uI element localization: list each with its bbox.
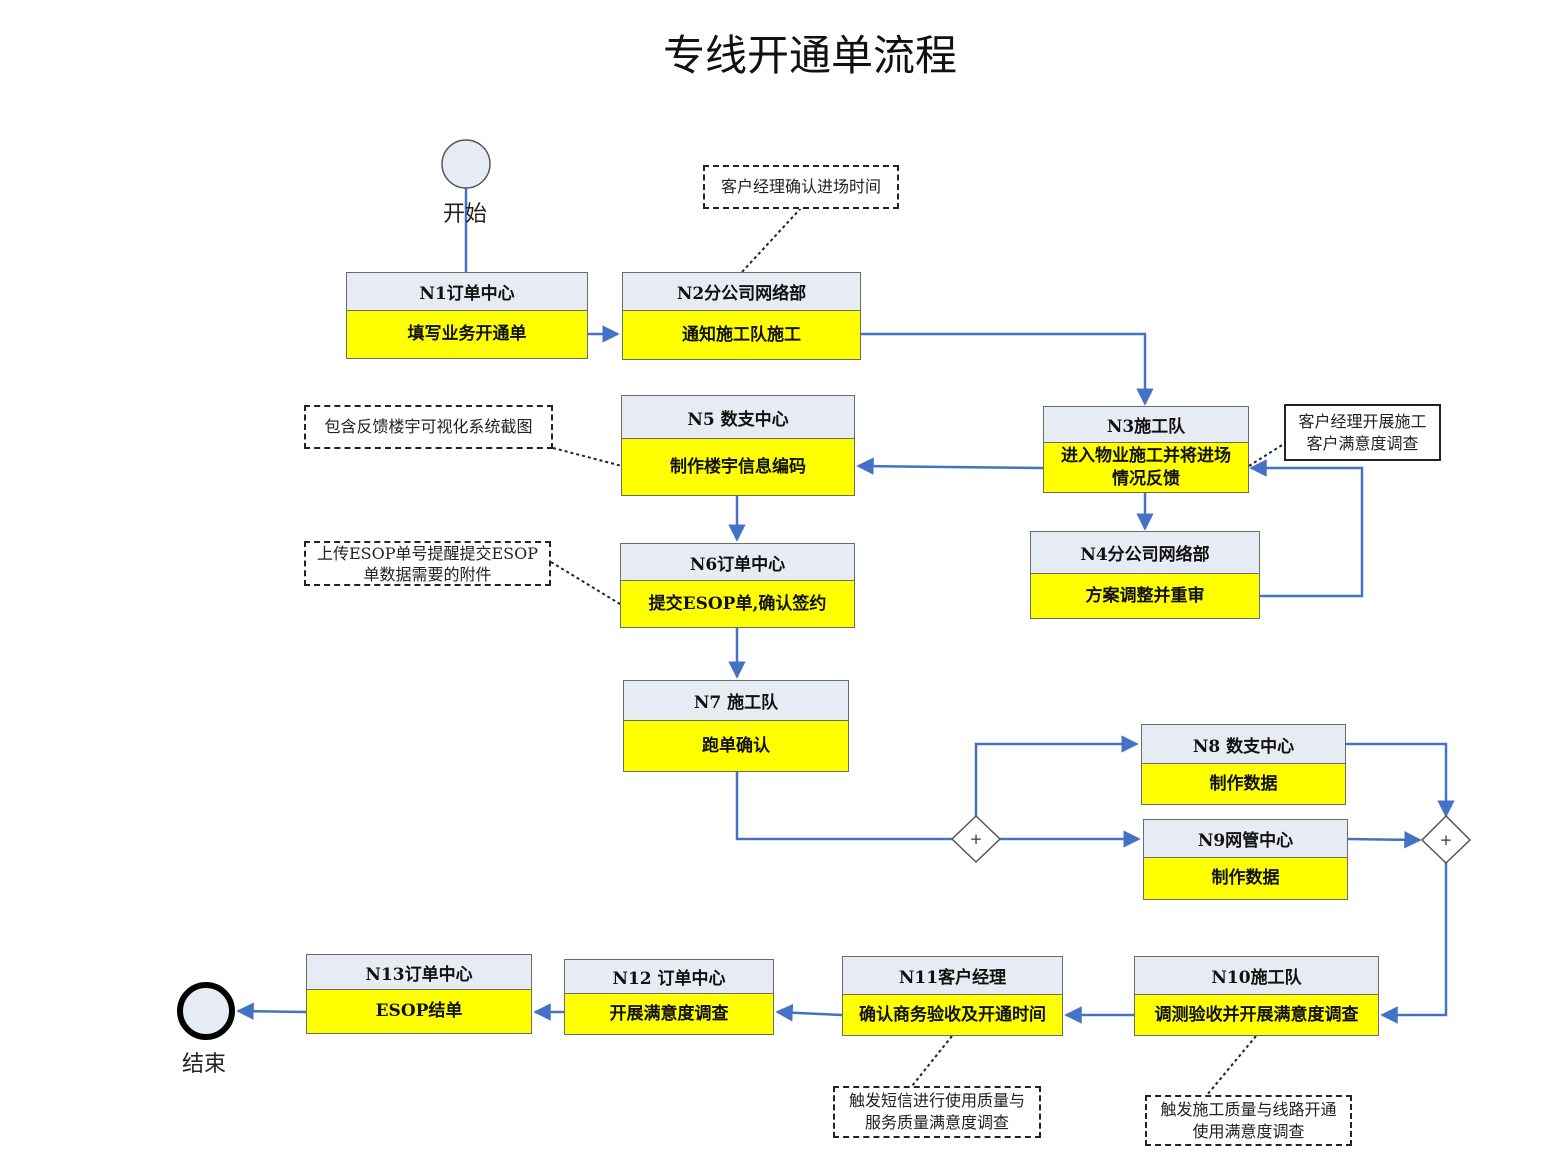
node-header: N8 数支中心 (1142, 725, 1345, 764)
edge-n9-join (1347, 831, 1422, 849)
edge-join-n10 (1380, 863, 1448, 1024)
node-n10: N10施工队 调测验收并开展满意度调查 (1134, 956, 1379, 1036)
node-body: 制作数据 (1144, 858, 1347, 899)
node-body: 开展满意度调查 (565, 994, 773, 1034)
edge-n7-split (735, 772, 952, 841)
node-body: 方案调整并重审 (1031, 574, 1259, 618)
link-n5-note (552, 447, 623, 467)
link-n6-note (550, 561, 621, 605)
node-body: 制作楼宇信息编码 (622, 439, 854, 495)
node-n6: N6订单中心 提交ESOP单,确认签约 (620, 543, 855, 628)
start-label: 开始 (443, 202, 488, 227)
edge-n3-n5 (856, 457, 1044, 475)
node-n3: N3施工队 进入物业施工并将进场 情况反馈 (1043, 406, 1249, 493)
note-n10: 触发施工质量与线路开通 使用满意度调查 (1145, 1095, 1352, 1146)
node-body: 通知施工队施工 (623, 311, 860, 359)
node-body: 制作数据 (1142, 764, 1345, 804)
note-line: 触发施工质量与线路开通 (1160, 1099, 1337, 1119)
node-header: N6订单中心 (621, 544, 854, 581)
node-body: 跑单确认 (624, 721, 848, 771)
node-header: N12 订单中心 (565, 960, 773, 994)
split-gateway: + (950, 814, 1002, 864)
edge-n2-n3 (861, 332, 1154, 406)
link-n3-note (1248, 439, 1291, 467)
annotation-links (550, 207, 1291, 1096)
note-line: 单数据需要的附件 (363, 564, 492, 584)
node-n4: N4分公司网络部 方案调整并重审 (1030, 531, 1260, 619)
edge-split-n8 (974, 735, 1139, 816)
node-n12: N12 订单中心 开展满意度调查 (564, 959, 774, 1035)
node-body: 进入物业施工并将进场 情况反馈 (1044, 443, 1248, 492)
node-body-line: 进入物业施工并将进场 (1061, 445, 1231, 466)
edge-n4-n3 (1249, 459, 1364, 598)
node-header: N7 施工队 (624, 681, 848, 721)
node-n2: N2分公司网络部 通知施工队施工 (622, 272, 861, 360)
start-event (441, 139, 491, 189)
end-event (177, 982, 235, 1040)
node-header: N10施工队 (1135, 957, 1378, 995)
split-gateway-symbol: + (970, 830, 983, 848)
link-n11-note (911, 1035, 953, 1087)
node-header: N5 数支中心 (622, 396, 854, 439)
note-line: 服务质量满意度调查 (864, 1113, 1009, 1132)
node-n1: N1订单中心 填写业务开通单 (346, 272, 588, 359)
join-gateway-symbol: + (1440, 831, 1453, 849)
node-body: 调测验收并开展满意度调查 (1135, 995, 1378, 1035)
note-n2: 客户经理确认进场时间 (703, 165, 899, 209)
note-n5: 包含反馈楼宇可视化系统截图 (304, 405, 553, 449)
note-line: 客户经理开展施工 (1298, 411, 1427, 431)
note-line: 使用满意度调查 (1192, 1121, 1305, 1141)
link-n10-note (1206, 1035, 1257, 1096)
node-body: ESOP结单 (307, 990, 531, 1033)
node-n7: N7 施工队 跑单确认 (623, 680, 849, 772)
node-header: N13订单中心 (307, 955, 531, 990)
flow-connectors (236, 188, 1455, 1024)
note-n6: 上传ESOP单号提醒提交ESOP 单数据需要的附件 (304, 541, 551, 586)
edge-n11-n12 (775, 1003, 843, 1022)
node-body: 提交ESOP单,确认签约 (621, 581, 854, 627)
note-n11: 触发短信进行使用质量与 服务质量满意度调查 (833, 1086, 1041, 1138)
node-header: N9网管中心 (1144, 820, 1347, 858)
end-label: 结束 (182, 1052, 227, 1077)
link-n2-note (741, 207, 802, 273)
node-body: 填写业务开通单 (347, 311, 587, 358)
node-body: 确认商务验收及开通时间 (843, 995, 1062, 1035)
note-line: 客户满意度调查 (1306, 433, 1419, 453)
node-n9: N9网管中心 制作数据 (1143, 819, 1348, 900)
node-n8: N8 数支中心 制作数据 (1141, 724, 1346, 805)
node-header: N11客户经理 (843, 957, 1062, 995)
node-header: N4分公司网络部 (1031, 532, 1259, 574)
node-header: N1订单中心 (347, 273, 587, 311)
node-header: N3施工队 (1044, 407, 1248, 443)
edge-n13-end (236, 1002, 307, 1020)
note-n3: 客户经理开展施工 客户满意度调查 (1284, 404, 1441, 461)
node-body-line: 情况反馈 (1112, 468, 1180, 489)
node-header: N2分公司网络部 (623, 273, 860, 311)
join-gateway: + (1420, 814, 1472, 865)
note-line: 上传ESOP单号提醒提交ESOP (316, 543, 539, 563)
edge-n8-join (1346, 742, 1455, 818)
node-n5: N5 数支中心 制作楼宇信息编码 (621, 395, 855, 496)
node-n13: N13订单中心 ESOP结单 (306, 954, 532, 1034)
diagram-title: 专线开通单流程 (662, 31, 957, 80)
note-line: 触发短信进行使用质量与 (848, 1091, 1025, 1110)
node-n11: N11客户经理 确认商务验收及开通时间 (842, 956, 1063, 1036)
